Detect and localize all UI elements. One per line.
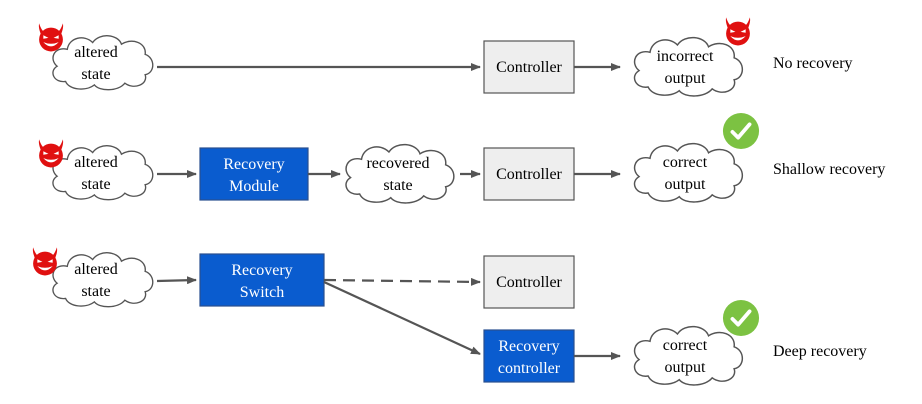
altered-state-cloud: altered state: [52, 251, 154, 308]
controller-label: Controller: [496, 166, 562, 183]
row-label-deep-recovery: Deep recovery: [773, 343, 867, 360]
altered-state-cloud: altered state: [52, 144, 154, 201]
controller-box: Controller: [483, 40, 575, 94]
devil-face-icon: [38, 23, 64, 52]
checkmark-icon: [722, 112, 760, 150]
output-cloud: correct output: [633, 142, 744, 203]
devil-face-icon: [32, 247, 58, 276]
row-shallow-recovery: altered state Recovery Module recovered …: [38, 112, 885, 204]
checkmark-icon: [722, 299, 760, 337]
output-line1: correct: [663, 154, 708, 171]
recovery-module-line1: Recovery: [223, 156, 284, 173]
devil-face-icon: [38, 139, 64, 168]
recovery-controller-line2: controller: [498, 360, 561, 377]
altered-state-line2: state: [81, 176, 110, 193]
recovery-module-line2: Module: [229, 178, 279, 195]
output-line2: output: [665, 70, 706, 87]
output-line2: output: [665, 359, 706, 376]
arrow-state-to-recovery-switch: [156, 276, 197, 285]
recovery-controller-box: Recovery controller: [483, 329, 575, 383]
output-line1: correct: [663, 337, 708, 354]
altered-state-cloud: altered state: [52, 34, 154, 91]
controller-label: Controller: [496, 59, 562, 76]
arrow-switch-to-recovery-controller: [323, 281, 481, 355]
row-label-no-recovery: No recovery: [773, 55, 853, 72]
recovery-switch-line1: Recovery: [231, 262, 292, 279]
recovered-state-line1: recovered: [366, 155, 429, 172]
devil-face-icon: [725, 17, 751, 46]
output-cloud: correct output: [633, 325, 744, 386]
output-cloud: incorrect output: [633, 36, 744, 97]
output-line2: output: [665, 176, 706, 193]
row-deep-recovery: altered state Recovery Switch Controller…: [32, 247, 867, 386]
controller-box: Controller: [483, 255, 575, 309]
recovery-module-box: Recovery Module: [199, 147, 309, 201]
row-label-shallow-recovery: Shallow recovery: [773, 161, 885, 178]
recovered-state-cloud: recovered state: [345, 143, 455, 204]
dashed-arrow-switch-to-controller: [323, 277, 481, 286]
altered-state-line1: altered: [74, 154, 118, 171]
controller-box: Controller: [483, 147, 575, 201]
row-no-recovery: altered state Controller incorrect outpu…: [38, 17, 853, 97]
recovery-switch-box: Recovery Switch: [199, 253, 325, 307]
altered-state-line2: state: [81, 66, 110, 83]
recovery-controller-line1: Recovery: [498, 338, 559, 355]
altered-state-line1: altered: [74, 261, 118, 278]
altered-state-line1: altered: [74, 44, 118, 61]
altered-state-line2: state: [81, 283, 110, 300]
recovered-state-line2: state: [383, 177, 412, 194]
output-line1: incorrect: [657, 48, 714, 65]
recovery-switch-line2: Switch: [240, 284, 284, 301]
controller-label: Controller: [496, 274, 562, 291]
